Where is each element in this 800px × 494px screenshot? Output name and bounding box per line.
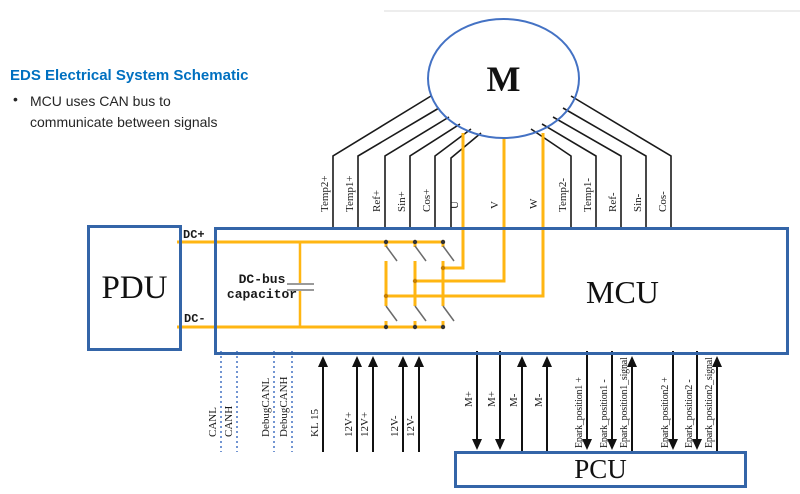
wire-label-epark-pos1-signal: Epark_position1_signal (619, 357, 630, 448)
wire-label-temp2-minus: Temp2- (557, 177, 569, 212)
wire-label-m-plus-1: M+ (463, 391, 475, 407)
dc-bus-capacitor-symbol (287, 242, 314, 327)
wire-label-sin-minus: Sin- (632, 193, 644, 212)
mcu-pcu-arrows (472, 351, 722, 452)
power-input-arrows (318, 356, 424, 452)
wire-label-m-minus-1: M- (508, 393, 520, 407)
wire-label-12v-plus-1: 12V+ (343, 411, 355, 437)
mcu-block: MCU (214, 227, 789, 355)
wire-label-m-plus-2: M+ (486, 391, 498, 407)
slide-title: EDS Electrical System Schematic (10, 67, 249, 84)
phase-wires-uvw (386, 133, 545, 298)
wire-label-canh: CANH (223, 405, 235, 437)
junction-dots (383, 239, 446, 330)
dc-bus-capacitor-label: DC-bus capacitor (222, 272, 302, 302)
wire-label-epark-pos2-plus: Epark_position2 + (660, 377, 671, 448)
wire-label-12v-minus-2: 12V- (405, 415, 417, 437)
dc-minus-label: DC- (184, 312, 206, 326)
wire-label-epark-pos1-minus: Epark_position1 - (599, 379, 610, 448)
pdu-block: PDU (87, 225, 182, 351)
wire-label-w: W (528, 198, 540, 209)
wire-label-debugcanl: DebugCANL (260, 377, 272, 437)
wire-label-temp1-minus: Temp1- (582, 177, 594, 212)
mcu-label: MCU (586, 274, 659, 310)
wire-label-temp2-plus: Temp2+ (319, 175, 331, 212)
motor-signal-wires-left (332, 95, 482, 227)
wire-label-kl15: KL 15 (309, 408, 321, 437)
wire-label-cos-minus: Cos- (657, 191, 669, 212)
wire-label-u: U (449, 201, 461, 209)
wire-label-canl: CANL (207, 407, 219, 437)
can-bus-lines (220, 351, 293, 452)
wire-label-12v-plus-2: 12V+ (359, 411, 371, 437)
wire-label-v: V (489, 201, 501, 209)
wire-label-m-minus-2: M- (533, 393, 545, 407)
wire-label-temp1-plus: Temp1+ (344, 175, 356, 212)
capacitor-label-line2: capacitor (226, 287, 298, 302)
motor-label: M (486, 58, 521, 99)
wire-label-ref-plus: Ref+ (371, 189, 383, 212)
wire-label-epark-pos1-plus: Epark_position1 + (574, 377, 585, 448)
pdu-label: PDU (101, 269, 168, 306)
top-divider (384, 10, 800, 12)
wire-label-cos-plus: Cos+ (421, 188, 433, 212)
wire-label-ref-minus: Ref- (607, 192, 619, 212)
phase-junction-dots (383, 265, 446, 299)
dc-plus-label: DC+ (183, 228, 205, 242)
wire-label-debugcanh: DebugCANH (278, 376, 290, 438)
motor-block: M (427, 18, 580, 139)
wire-label-epark-pos2-minus: Epark_position2 - (684, 379, 695, 448)
wire-label-sin-plus: Sin+ (396, 191, 408, 212)
wire-label-12v-minus-1: 12V- (389, 415, 401, 437)
inverter-switch-blades (385, 245, 455, 322)
pcu-block: PCU (454, 451, 747, 488)
capacitor-label-line1: DC-bus (238, 272, 286, 287)
pcu-label: PCU (574, 454, 627, 484)
motor-signal-wires-right (530, 95, 672, 227)
wire-label-epark-pos2-signal: Epark_position2_signal (704, 357, 715, 448)
bullet-text: MCU uses CAN bus to communicate between … (30, 93, 218, 130)
bullet-marker: • (13, 91, 18, 107)
